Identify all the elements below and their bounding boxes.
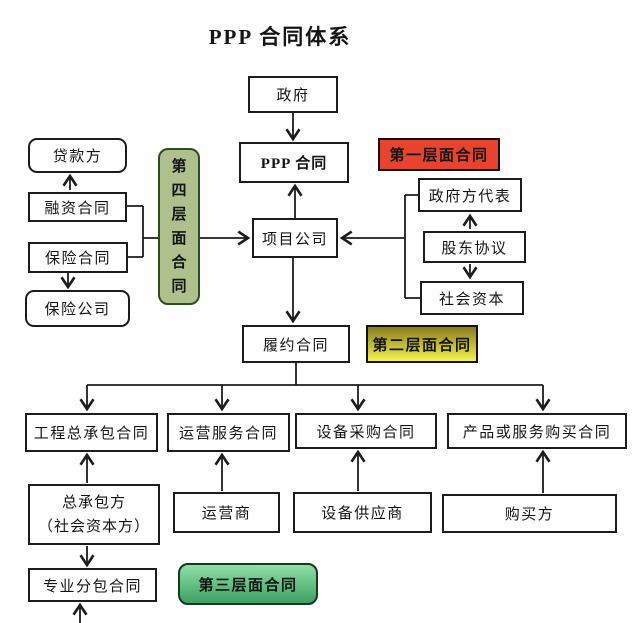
node-equipment-procurement-contract: 设备采购合同 xyxy=(295,413,437,449)
node-social-capital: 社会资本 xyxy=(420,281,524,315)
node-buyer: 购买方 xyxy=(442,494,617,533)
node-insurance-contract: 保险合同 xyxy=(28,242,128,273)
node-subcontract: 专业分包合同 xyxy=(28,568,157,602)
node-shareholder-agreement: 股东协议 xyxy=(423,231,526,263)
node-general-contractor: 总承包方 （社会资本方） xyxy=(28,484,160,545)
node-operation-service-contract: 运营服务合同 xyxy=(167,413,290,452)
node-ppp-contract: PPP 合同 xyxy=(239,142,349,183)
label-level4: 第四层面合同 xyxy=(158,148,200,305)
left-bracket xyxy=(127,205,144,258)
node-operator: 运营商 xyxy=(173,492,280,533)
node-performance-contract: 履约合同 xyxy=(242,325,350,363)
node-gov-representative: 政府方代表 xyxy=(418,178,522,212)
right-bracket xyxy=(404,194,420,299)
label-level1: 第一层面合同 xyxy=(378,138,500,171)
node-equipment-supplier: 设备供应商 xyxy=(293,492,432,533)
label-level4-text: 第四层面合同 xyxy=(171,158,187,295)
node-product-purchase-contract: 产品或服务购买合同 xyxy=(447,413,627,449)
node-epc-contract: 工程总承包合同 xyxy=(25,413,158,452)
node-government: 政府 xyxy=(248,76,338,113)
node-lender: 贷款方 xyxy=(28,138,127,173)
node-insurance-company: 保险公司 xyxy=(25,290,130,327)
label-level3: 第三层面合同 xyxy=(178,563,318,605)
node-project-company: 项目公司 xyxy=(252,218,338,258)
diagram-title: PPP 合同体系 xyxy=(208,25,352,49)
label-level2: 第二层面合同 xyxy=(366,325,478,363)
node-financing-contract: 融资合同 xyxy=(28,192,127,222)
